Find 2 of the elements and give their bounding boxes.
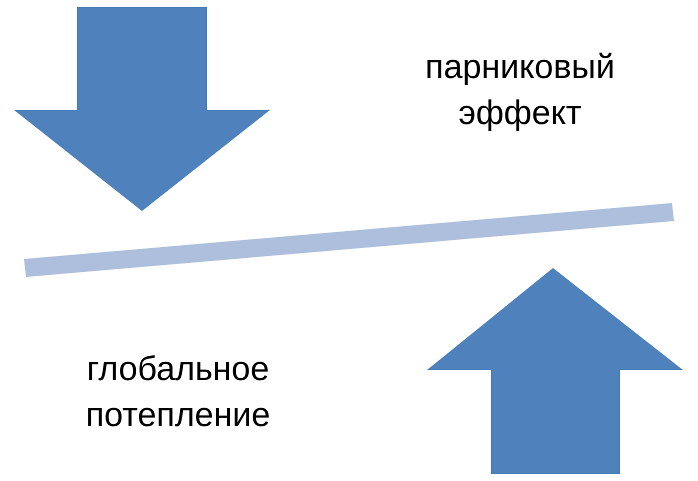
caption-text: глобальное потепление bbox=[84, 349, 272, 436]
caption-text: парниковый эффект bbox=[424, 47, 616, 134]
